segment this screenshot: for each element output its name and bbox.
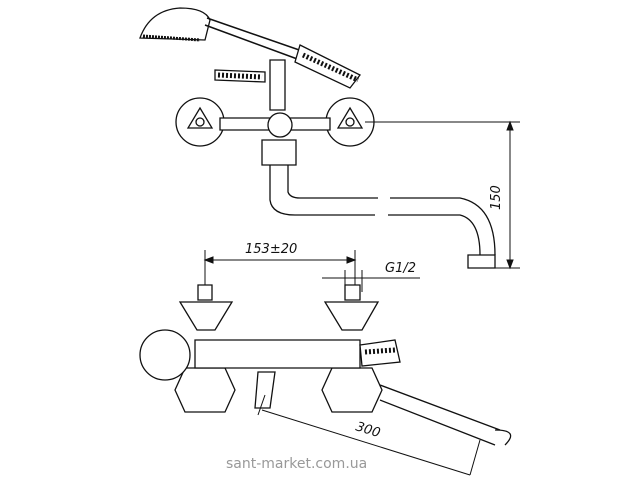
width-dimension <box>203 250 357 295</box>
watermark: sant-market.com.ua <box>226 456 368 472</box>
diverter <box>214 59 286 111</box>
spout-length-dimension <box>257 394 481 476</box>
thread-label: G1/2 <box>385 261 416 276</box>
front-left-valve <box>174 284 236 413</box>
front-right-valve <box>321 284 383 413</box>
left-handle <box>175 97 225 147</box>
body <box>219 112 331 166</box>
width-dimension-label: 153±20 <box>245 242 297 257</box>
spout-length-label: 300 <box>354 419 382 441</box>
front-body <box>139 329 401 409</box>
front-spout <box>379 384 512 446</box>
shower-head <box>139 7 211 42</box>
shower-hose <box>204 17 361 89</box>
spout <box>269 165 496 269</box>
right-handle <box>325 97 375 147</box>
height-dimension-label: 150 <box>489 185 504 210</box>
height-dimension <box>365 120 520 270</box>
